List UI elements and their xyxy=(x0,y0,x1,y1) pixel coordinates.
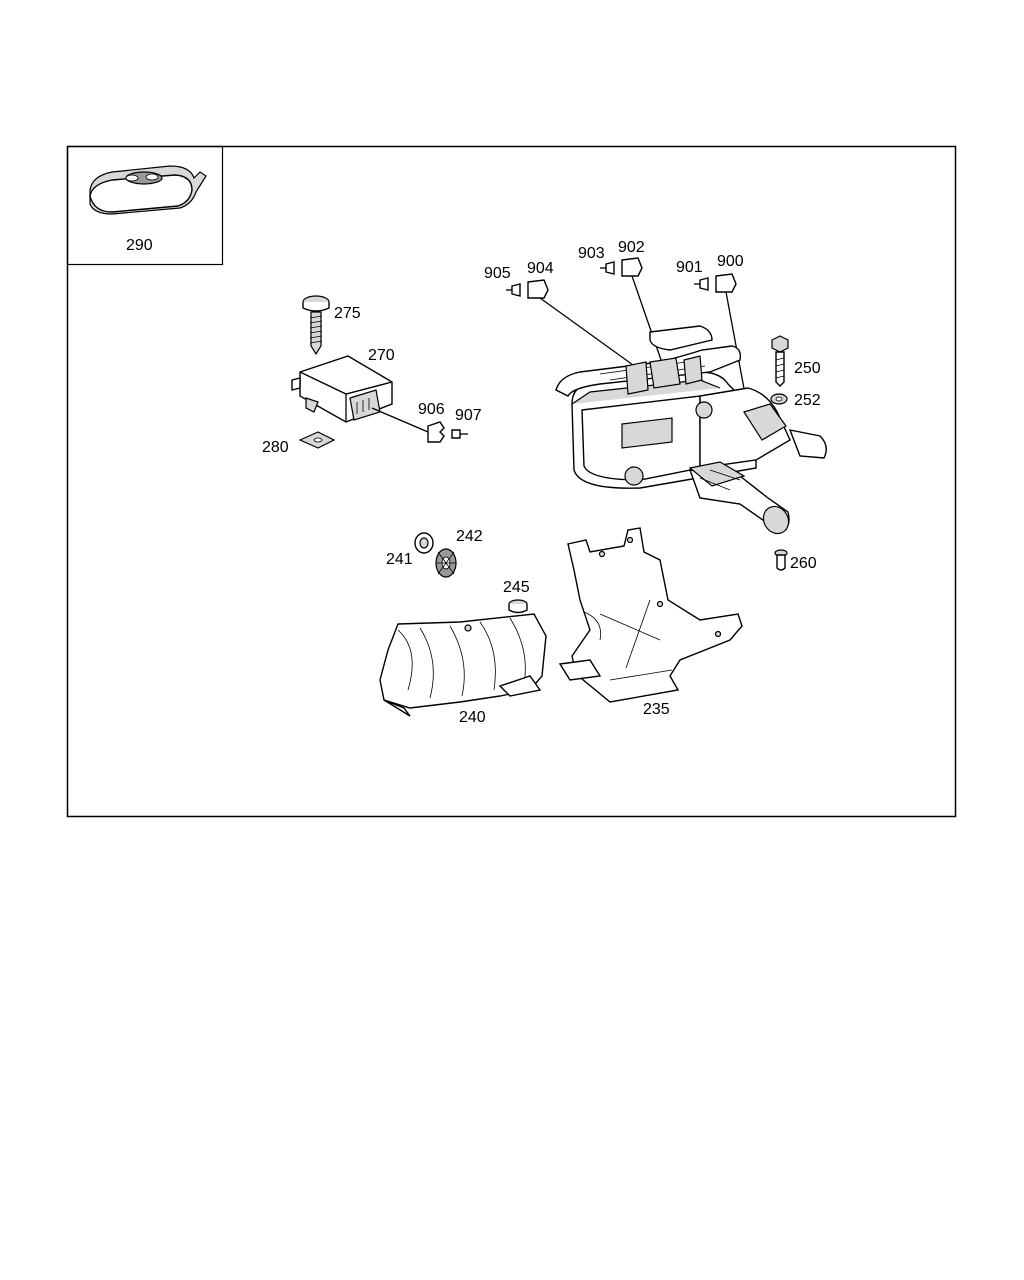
bolt-250 xyxy=(771,335,789,387)
connector-906 xyxy=(427,421,445,443)
disc-242 xyxy=(435,548,457,578)
plug-903 xyxy=(600,261,615,275)
clip-280 xyxy=(298,431,336,449)
label-270: 270 xyxy=(368,347,395,364)
label-235: 235 xyxy=(643,701,670,718)
label-245: 245 xyxy=(503,579,530,596)
plug-905 xyxy=(506,283,521,297)
label-240: 240 xyxy=(459,709,486,726)
label-903: 903 xyxy=(578,245,605,262)
control-unit-270 xyxy=(291,355,393,423)
label-900: 900 xyxy=(717,253,744,270)
label-907: 907 xyxy=(455,407,482,424)
grommet-241 xyxy=(414,532,434,554)
plug-907 xyxy=(451,429,468,439)
connector-902 xyxy=(621,257,643,277)
label-290: 290 xyxy=(126,237,153,254)
inset-box xyxy=(66,145,224,266)
label-260: 260 xyxy=(790,555,817,572)
connector-900 xyxy=(715,273,737,293)
nut-245 xyxy=(508,599,528,614)
label-242: 242 xyxy=(456,528,483,545)
label-241: 241 xyxy=(386,551,413,568)
label-906: 906 xyxy=(418,401,445,418)
washer-252 xyxy=(770,393,788,405)
label-905: 905 xyxy=(484,265,511,282)
label-275: 275 xyxy=(334,305,361,322)
bracket-235 xyxy=(558,527,743,703)
heat-shield-240 xyxy=(379,613,547,717)
label-280: 280 xyxy=(262,439,289,456)
label-250: 250 xyxy=(794,360,821,377)
label-901: 901 xyxy=(676,259,703,276)
label-252: 252 xyxy=(794,392,821,409)
remote-control-290 xyxy=(89,165,207,215)
label-902: 902 xyxy=(618,239,645,256)
heater-unit xyxy=(555,325,827,535)
plug-901 xyxy=(694,277,709,291)
screw-275 xyxy=(302,295,330,356)
sleeve-260 xyxy=(774,549,788,571)
label-904: 904 xyxy=(527,260,554,277)
connector-904 xyxy=(527,279,549,299)
diagram-frame xyxy=(66,145,957,818)
